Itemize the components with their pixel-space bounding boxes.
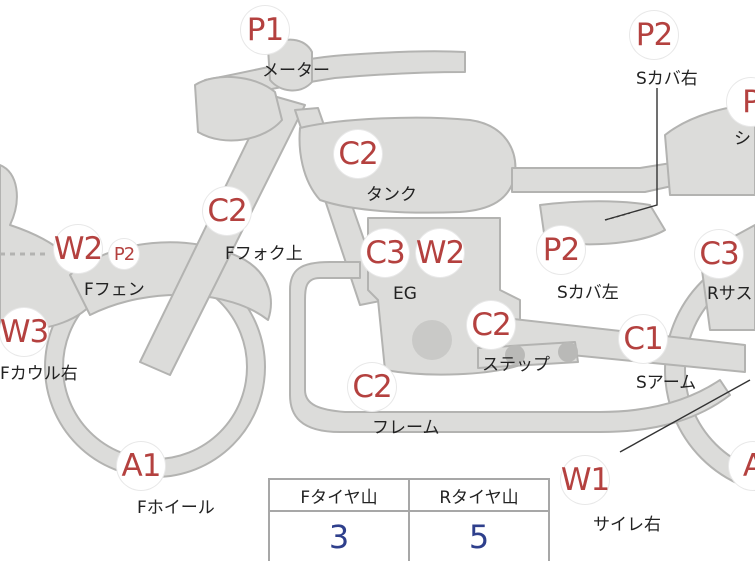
- value-rear-tire-tread: 5: [408, 510, 550, 561]
- table-header-row: Fタイヤ山 Rタイヤ山: [268, 478, 550, 512]
- badge-c2-step: C2: [467, 301, 515, 349]
- step: [477, 341, 579, 369]
- label-front-wheel: Fホイール: [137, 498, 215, 518]
- label-step: ステップ: [482, 355, 550, 375]
- label-front-cowl-right: Fカウル右: [0, 364, 78, 384]
- badge-p2-side-cover-left: P2: [537, 226, 585, 274]
- header-rear-tire-tread: Rタイヤ山: [408, 478, 550, 512]
- badge-c3-rear-suspension: C3: [695, 230, 743, 278]
- badge-w2-front-fender: W2: [54, 225, 103, 273]
- seat-rail: [511, 159, 691, 193]
- badge-c3-engine: C3: [361, 229, 409, 277]
- label-side-cover-left: Sカバ左: [557, 283, 619, 303]
- table-value-row: 3 5: [268, 510, 550, 561]
- label-seat-partial: シ: [734, 129, 751, 149]
- value-front-tire-tread: 3: [268, 510, 410, 561]
- rear-seat: [664, 104, 755, 196]
- label-silencer-right: サイレ右: [593, 515, 661, 535]
- badge-p1-meter: P1: [241, 6, 289, 54]
- badge-c2-front-fork-upper: C2: [203, 187, 251, 235]
- label-frame: フレーム: [372, 418, 440, 438]
- label-tank: タンク: [366, 185, 417, 205]
- label-meter: メーター: [262, 61, 330, 81]
- label-rear-suspension: Rサス: [707, 284, 753, 304]
- leader-scover-right: [604, 88, 658, 221]
- tire-tread-table: Fタイヤ山 Rタイヤ山 3 5: [268, 478, 550, 561]
- badge-w1-silencer-right: W1: [561, 456, 610, 504]
- badge-p2-side-cover-right: P2: [630, 11, 678, 59]
- header-front-tire-tread: Fタイヤ山: [268, 478, 410, 512]
- label-engine: EG: [393, 284, 417, 304]
- front-fork: [139, 94, 306, 376]
- badge-c2-frame: C2: [348, 363, 396, 411]
- badge-a1-front-wheel: A1: [117, 442, 165, 490]
- badge-c2-tank: C2: [334, 130, 382, 178]
- label-swing-arm: Sアーム: [636, 373, 697, 393]
- badge-c1-swing-arm: C1: [619, 315, 667, 363]
- badge-p2-front-fender: P2: [109, 239, 139, 269]
- label-side-cover-right: Sカバ右: [636, 69, 698, 89]
- leader-sairen-right: [619, 379, 751, 453]
- headlight: [194, 75, 283, 142]
- label-front-fender: Fフェン: [84, 280, 145, 300]
- label-front-fork-upper: Fフォク上: [225, 244, 303, 264]
- badge-w2-engine: W2: [416, 229, 465, 277]
- badge-w3-front-cowl-right: W3: [0, 308, 49, 356]
